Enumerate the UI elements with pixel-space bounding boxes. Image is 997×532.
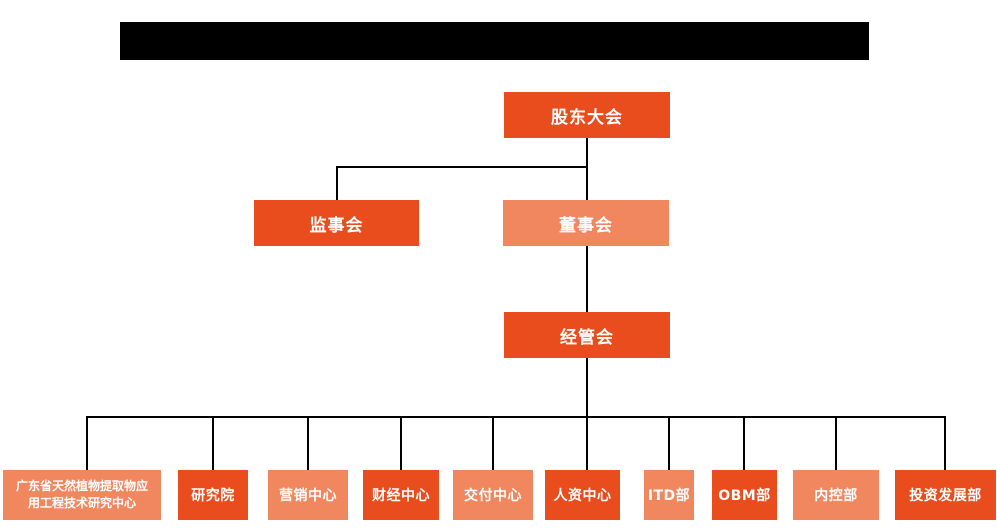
org-node-board-of-directors: 董事会	[503, 200, 669, 246]
connector-drop-dept-10	[944, 416, 946, 470]
org-node-supervisory-board: 监事会	[254, 200, 419, 246]
connector-drop-dept-9	[835, 416, 837, 470]
connector-dept-horizontal	[86, 416, 946, 418]
org-node-marketing-center: 营销中心	[268, 470, 348, 520]
connector-board-to-management	[586, 246, 588, 312]
org-node-hr-center: 人资中心	[545, 470, 620, 520]
org-node-itd-department: ITD部	[644, 470, 694, 520]
org-node-research-center: 广东省天然植物提取物应用工程技术研究中心	[3, 470, 161, 520]
org-node-obm-department: OBM部	[712, 470, 777, 520]
org-node-management-committee: 经管会	[504, 312, 670, 358]
org-node-investment-development-department: 投资发展部	[895, 470, 996, 520]
connector-to-supervisory	[336, 166, 338, 200]
org-node-shareholders-meeting: 股东大会	[504, 92, 670, 138]
connector-drop-dept-5	[492, 416, 494, 470]
connector-management-to-depts	[586, 358, 588, 418]
redacted-title-bar	[120, 22, 869, 60]
connector-drop-dept-8	[743, 416, 745, 470]
org-node-internal-control-department: 内控部	[793, 470, 879, 520]
connector-drop-dept-4	[400, 416, 402, 470]
connector-drop-dept-2	[212, 416, 214, 470]
org-node-delivery-center: 交付中心	[453, 470, 533, 520]
connector-branch-horizontal	[336, 166, 588, 168]
org-node-research-institute: 研究院	[178, 470, 248, 520]
connector-drop-dept-6	[586, 416, 588, 470]
org-node-finance-center: 财经中心	[363, 470, 439, 520]
connector-drop-dept-3	[307, 416, 309, 470]
connector-root-to-board	[586, 138, 588, 200]
connector-drop-dept-1	[86, 416, 88, 470]
connector-drop-dept-7	[668, 416, 670, 470]
